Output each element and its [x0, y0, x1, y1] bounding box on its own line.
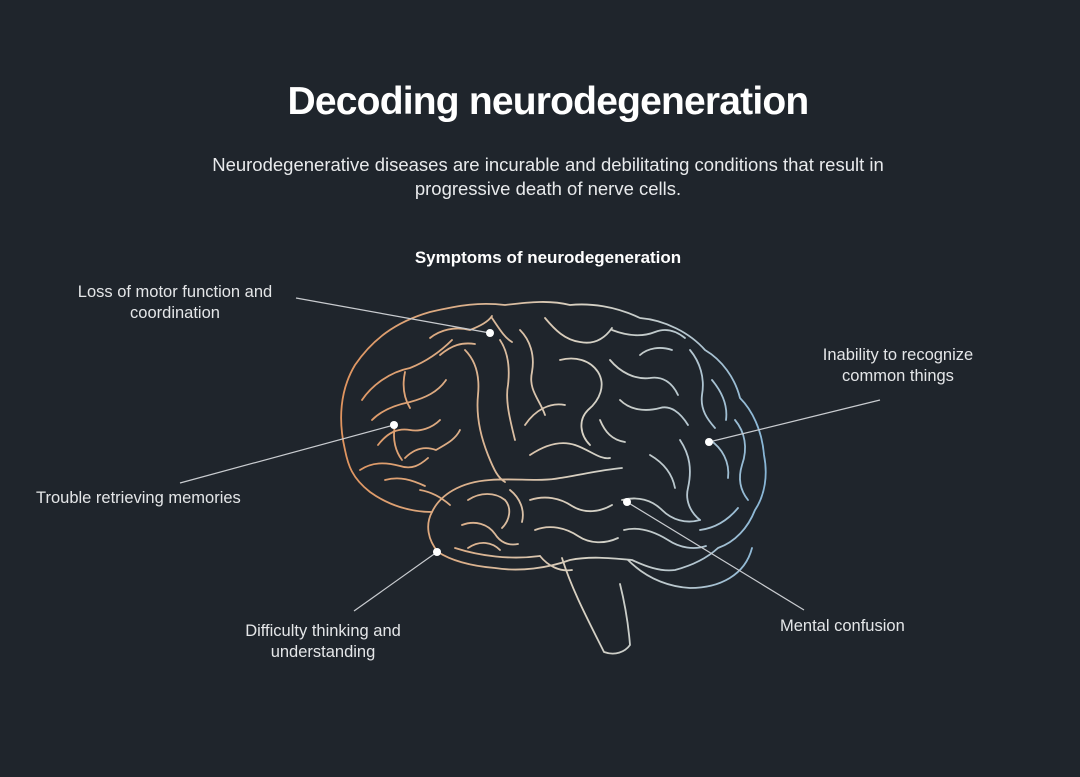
leader-line-recognize [708, 399, 881, 443]
page-title: Decoding neurodegeneration [287, 80, 810, 123]
leader-lines [179, 297, 881, 612]
leader-line-confusion [626, 501, 805, 611]
marker-recognize [705, 438, 713, 446]
brain-stem [561, 557, 631, 655]
symptom-label-recognize: Inability to recognize common things [822, 346, 974, 385]
leader-line-memory [179, 424, 395, 484]
cerebellum [627, 547, 753, 589]
symptom-label-motor: Loss of motor function and coordination [77, 283, 273, 322]
brain-outline [340, 301, 767, 655]
symptom-label-memory: Trouble retrieving memories [36, 489, 241, 507]
marker-confusion [623, 498, 631, 506]
marker-motor [486, 329, 494, 337]
symptom-markers [390, 329, 713, 556]
leader-line-thinking [353, 551, 438, 612]
section-title: Symptoms of neurodegeneration [414, 248, 682, 267]
page-subtitle: Neurodegenerative diseases are incurable… [212, 154, 884, 199]
symptom-label-thinking: Difficulty thinking and understanding [245, 622, 401, 661]
marker-memory [390, 421, 398, 429]
leader-line-motor [295, 297, 491, 334]
marker-thinking [433, 548, 441, 556]
symptom-label-confusion: Mental confusion [780, 617, 905, 635]
